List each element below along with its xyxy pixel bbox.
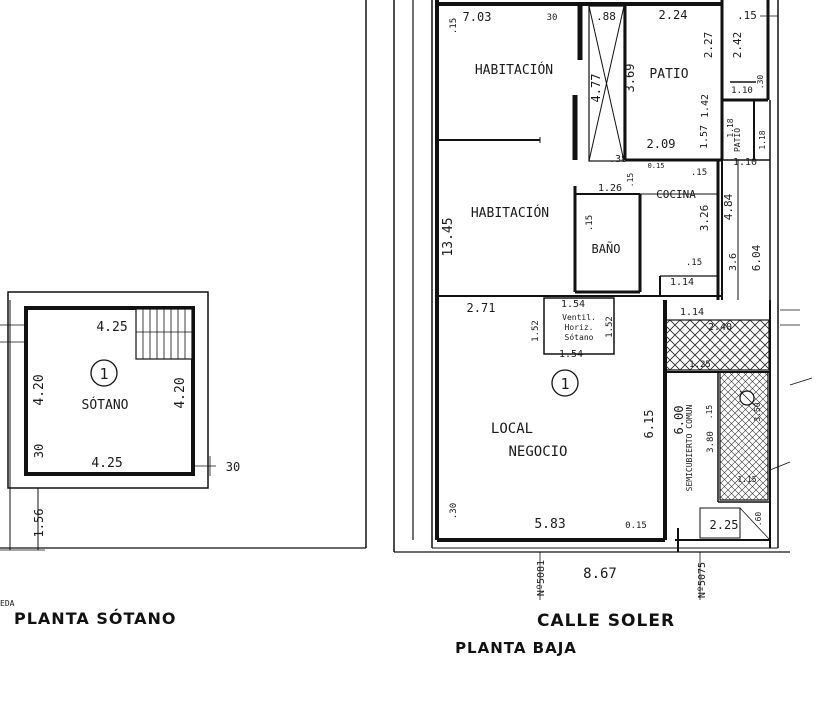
- basement-dim-bottom-right-wall: 30: [226, 460, 240, 474]
- dim-3-26: 3.26: [698, 205, 711, 232]
- dim-15-kitchen-right: .15: [691, 168, 707, 178]
- dim-30-right: .30: [756, 75, 765, 90]
- dim-1-10-upper: 1.10: [731, 86, 753, 96]
- basement-dim-left-vertical: 1.56: [32, 509, 46, 538]
- basement-dim-right-height: 4.20: [173, 377, 188, 408]
- dim-1-15: 1.15: [737, 475, 756, 484]
- dim-5-83: 5.83: [534, 517, 565, 532]
- room-label-cocina: COCINA: [656, 188, 696, 201]
- dim-4-77: 4.77: [589, 74, 603, 103]
- dim-7-03: 7.03: [463, 10, 492, 24]
- dim-1-14-b: 1.14: [680, 307, 704, 318]
- dim-6-15: 6.15: [642, 410, 656, 439]
- dim-1-42: 1.42: [700, 94, 711, 118]
- ground-floor-title: PLANTA BAJA: [455, 639, 577, 657]
- room-label-habitacion-1: HABITACIÓN: [475, 62, 553, 78]
- basement-dim-bottom-width: 4.25: [91, 456, 122, 471]
- dim-30-front-left: .30: [449, 503, 459, 519]
- vent-label-line1: Ventil.: [562, 313, 596, 322]
- street-name: CALLE SOLER: [537, 611, 675, 631]
- room-label-patio: PATIO: [649, 67, 688, 82]
- basement-outer-wall: [7, 291, 209, 489]
- room-label-local: LOCAL: [491, 421, 533, 437]
- ground-floor-plan: 1 HABITACIÓN HABITACIÓN PATIO COCINA BAÑ…: [393, 0, 813, 657]
- dim-1-52-right: 1.52: [605, 316, 615, 338]
- basement-title-prefix: EDA: [0, 599, 15, 608]
- dim-2-42: 2.42: [731, 32, 744, 59]
- basement-inner-wall: [24, 306, 195, 476]
- ventilation-shaft-upper: [588, 5, 625, 162]
- room-label-patio-small: PATIO: [733, 128, 742, 152]
- dim-2-25: 2.25: [710, 518, 739, 532]
- basement-unit-number: 1: [99, 365, 108, 383]
- dim-15-kitchen-bottom: .15: [686, 258, 702, 268]
- vent-label-line2: Horiz.: [565, 323, 594, 332]
- basement-staircase: [135, 308, 193, 360]
- dim-30-top: 30: [547, 13, 558, 23]
- dim-15-passage: .15: [705, 405, 714, 420]
- dim-60: .60: [754, 512, 763, 527]
- ground-unit-circle: [551, 369, 579, 397]
- basement-unit-circle: [90, 359, 118, 387]
- dim-1-26: 1.26: [598, 183, 622, 194]
- dim-2-71: 2.71: [467, 301, 496, 315]
- dim-1-57: 1.57: [699, 125, 710, 149]
- dim-15-top-left: .15: [449, 18, 459, 34]
- neighbor-number-right: Nº5075: [697, 562, 708, 598]
- basement-ventilation-box: [543, 297, 615, 355]
- dim-6-04: 6.04: [750, 244, 763, 271]
- dim-1-14-a: 1.14: [670, 277, 694, 288]
- dim-0-15-front: 0.15: [625, 521, 647, 531]
- dim-15-top-right: .15: [737, 9, 757, 22]
- dim-0-15-kitchen: 0.15: [648, 162, 665, 170]
- dim-1-54-bottom: 1.54: [559, 349, 583, 360]
- basement-plan: 1 SÓTANO 4.25 4.25 4.20 4.20 30 30 1.56 …: [0, 291, 240, 628]
- neighbor-number-left: Nº5081: [536, 560, 547, 596]
- dim-2-27: 2.27: [702, 32, 715, 59]
- basement-title: PLANTA SÓTANO: [14, 609, 177, 628]
- dim-88: .88: [596, 10, 616, 23]
- dim-3-80: 3.80: [706, 431, 716, 453]
- dim-3-6: 3.6: [728, 253, 739, 271]
- basement-dim-top-width: 4.25: [96, 320, 127, 335]
- common-area-hatch-upper: [664, 319, 770, 371]
- dim-15-bath: .15: [585, 215, 595, 231]
- basement-room-label: SÓTANO: [82, 397, 129, 413]
- dim-2-24: 2.24: [659, 8, 688, 22]
- dim-15-kitchen-mid: .15: [626, 173, 635, 188]
- dim-6-00: 6.00: [672, 406, 686, 435]
- dim-1-54-top: 1.54: [561, 299, 585, 310]
- basement-dim-bottom-left-wall: 30: [32, 444, 46, 458]
- dim-38: .38: [609, 154, 627, 165]
- room-label-bano: BAÑO: [592, 241, 621, 256]
- vent-label-line3: Sótano: [565, 332, 594, 342]
- dim-1-18-b: 1.18: [758, 130, 767, 149]
- dim-13-45: 13.45: [441, 217, 456, 256]
- dim-1-52-left: 1.52: [531, 320, 541, 342]
- frontage-dim: 8.67: [583, 566, 617, 582]
- dim-1-10-lower: 1.10: [733, 157, 757, 168]
- dim-2-40: 2.40: [708, 322, 732, 333]
- dim-1-18-a: 1.18: [726, 118, 735, 137]
- room-label-semicubierto: SEMICUBIERTO COMUN: [685, 404, 694, 491]
- room-label-habitacion-2: HABITACIÓN: [471, 205, 549, 221]
- dim-3-69: 3.69: [623, 64, 637, 93]
- dim-1-25: 1.25: [689, 360, 711, 370]
- ground-unit-number: 1: [560, 375, 569, 393]
- dim-3-50: 3.50: [753, 402, 762, 421]
- dim-2-09: 2.09: [647, 137, 676, 151]
- dim-4-84: 4.84: [722, 193, 735, 220]
- basement-dim-left-height: 4.20: [32, 374, 47, 405]
- room-label-negocio: NEGOCIO: [508, 444, 567, 460]
